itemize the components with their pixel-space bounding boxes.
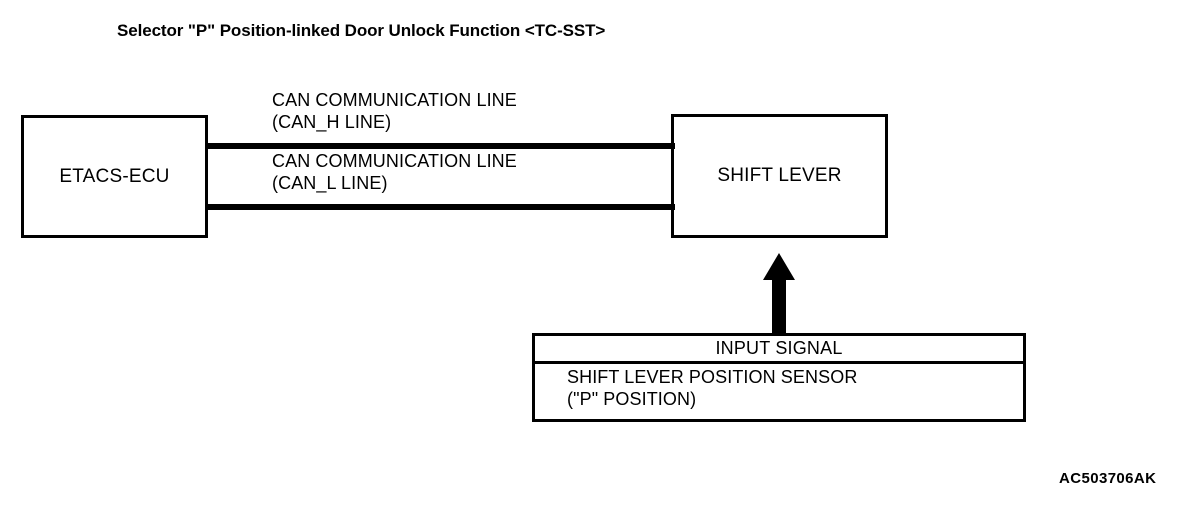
- connector-can-l-line: [205, 204, 675, 210]
- figure-reference-code: AC503706AK: [1059, 470, 1157, 487]
- connector-can-l-label-line2: (CAN_L LINE): [272, 173, 388, 193]
- node-input-signal: INPUT SIGNAL SHIFT LEVER POSITION SENSOR…: [532, 333, 1026, 422]
- connector-can-h-label-line2: (CAN_H LINE): [272, 112, 392, 132]
- input-signal-sensor-position: ("P" POSITION): [567, 389, 697, 409]
- input-signal-header: INPUT SIGNAL: [535, 336, 1023, 364]
- connector-can-h-label: CAN COMMUNICATION LINE (CAN_H LINE): [272, 89, 517, 133]
- node-etacs-ecu-label: ETACS-ECU: [59, 165, 170, 187]
- node-shift-lever-label: SHIFT LEVER: [717, 165, 842, 186]
- page-title: Selector "P" Position-linked Door Unlock…: [117, 21, 606, 40]
- connector-can-h-line: [205, 143, 675, 149]
- input-signal-body: SHIFT LEVER POSITION SENSOR ("P" POSITIO…: [535, 364, 1023, 410]
- node-shift-lever: SHIFT LEVER: [671, 114, 888, 238]
- connector-can-l-label-line1: CAN COMMUNICATION LINE: [272, 151, 517, 171]
- up-arrow-icon: [763, 253, 795, 334]
- node-etacs-ecu: ETACS-ECU: [21, 115, 208, 238]
- input-signal-sensor-name: SHIFT LEVER POSITION SENSOR: [567, 367, 858, 387]
- connector-can-l-label: CAN COMMUNICATION LINE (CAN_L LINE): [272, 150, 517, 194]
- connector-can-h-label-line1: CAN COMMUNICATION LINE: [272, 90, 517, 110]
